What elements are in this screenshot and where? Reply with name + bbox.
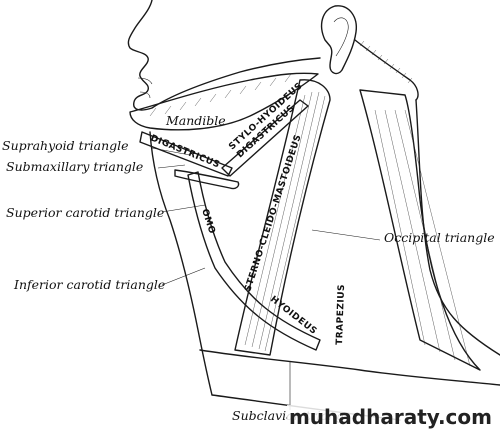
occipital-border-hatching <box>359 40 413 84</box>
mandible-hatching <box>149 73 292 117</box>
hyoid-bone <box>174 169 240 190</box>
clavicle-line <box>199 349 500 386</box>
sterno-cleido-mastoideus-label: STERNO-CLEIDO-MASTOIDEUS <box>243 133 303 293</box>
occipital-triangle-label: Occipital triangle <box>384 230 495 245</box>
inferior-carotid-triangle-label: Inferior carotid triangle <box>14 277 166 292</box>
leader-occipital <box>311 229 381 241</box>
suprahyoid-triangle-label: Suprahyoid triangle <box>2 138 129 153</box>
lips-detail <box>137 77 153 99</box>
sternocleidomastoid-muscle <box>234 79 331 356</box>
digastric-muscle <box>139 131 233 177</box>
submaxillary-triangle-label: Submaxillary triangle <box>6 159 144 174</box>
leader-inferior-carotid <box>161 267 206 286</box>
trapezius-fibers <box>374 109 471 367</box>
ear-outline <box>320 5 357 75</box>
neck-back-outline <box>415 99 500 356</box>
neck-front-outline <box>149 131 213 396</box>
trapezius-label: TRAPEZIUS <box>335 284 347 345</box>
occipital-outline <box>354 39 419 101</box>
leader-submaxillary <box>157 164 186 169</box>
mandible-label: Mandible <box>166 113 226 128</box>
face-profile <box>127 0 321 111</box>
leader-superior-carotid <box>161 204 206 213</box>
leader-suprahyoid <box>151 147 191 156</box>
superior-carotid-triangle-label: Superior carotid triangle <box>6 205 165 220</box>
ear-inner <box>333 17 349 57</box>
omohyoid-muscle <box>187 171 321 351</box>
digastricus-lower-label: DIGASTRICUS <box>149 134 221 171</box>
watermark-logo: muhadharaty.com <box>286 405 494 429</box>
sternocleidomastoid-fibers <box>244 91 326 352</box>
stylohyoid-muscle <box>221 99 309 177</box>
trapezius-muscle <box>359 89 481 371</box>
mandible-outline <box>129 72 319 131</box>
